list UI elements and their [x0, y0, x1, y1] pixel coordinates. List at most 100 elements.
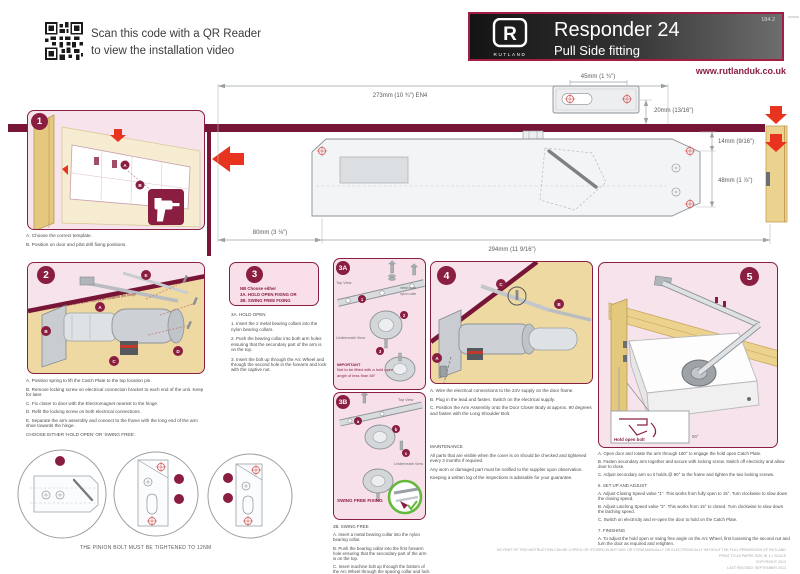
step5-text-column: A. Open door and rotate the arm through … [598, 451, 790, 549]
important-line3: angle of less than 65° [337, 372, 376, 378]
revised-line: LAST REVISED: SEPTEMBER 2013 [727, 566, 786, 571]
step3a-important-note: IMPORTANT Not to be fitted with a hold o… [337, 362, 395, 378]
step3a-callout-1: 1 [361, 297, 364, 302]
rutland-logo: R RUTLAND [484, 17, 536, 57]
step2-caption-e: E. Separate the arm assembly and connect… [26, 417, 198, 429]
brand-name: RUTLAND [493, 52, 527, 57]
step3a-top-view-label: Top View [336, 281, 352, 285]
maintenance-line2: Any worn or damaged part must be notifie… [430, 466, 583, 472]
step3b-underneath-label: Underneath View [394, 462, 424, 466]
print-note: PRINT TO A3 PAPER SIZE IN 1:1 SCALE [718, 554, 786, 559]
copyright-line: COPYRIGHT 2013 [755, 560, 786, 565]
dim-right-offsets: 14mm (9/16") 48mm (1 ⅞") [696, 131, 754, 208]
step3a-illustration: 1 2 3 [337, 260, 425, 382]
step5-caption-c: C. Adjust secondary arm so it holds @ 90… [598, 471, 775, 477]
step4-caption-b: B. Plug in the lead and fasten. Switch o… [430, 396, 556, 402]
step4-callout-c: C [499, 282, 503, 287]
step3b-top-view-label: Top View [398, 398, 414, 402]
step1-caption-b: B. Position on door and pilot drill fixi… [26, 241, 127, 247]
logo-letter: R [503, 24, 517, 45]
dim-plate-gap: 20mm (13/16") [639, 99, 693, 124]
step3b-item-b: B. Push the bearing collar into the firs… [333, 545, 427, 561]
step5-illustration [608, 275, 777, 444]
legal-line: NO PART OF THIS INSTRUCTION CAN BE COPIE… [496, 548, 786, 552]
step3-item-2: 2. Push the bearing collar into both arm… [231, 336, 322, 352]
product-banner: R RUTLAND Responder 24 Pull Side fitting… [468, 12, 784, 61]
section6-item-b: B. Adjust Latching Speed valve "2". This… [598, 503, 784, 514]
step3a-collar-label-1: metal collar [400, 286, 417, 290]
pinion-bolt-note: THE PINION BOLT MUST BE TIGHTENED TO 12N… [80, 545, 212, 551]
step2-caption-a: A. Position spring to lift the Catch Pla… [26, 378, 152, 383]
maintenance-block: MAINTENANCE All parts that are visible w… [430, 444, 594, 484]
step1-caption-a: A. Choose the correct template. [26, 233, 92, 238]
step3-badge: 3 [246, 266, 263, 283]
product-subtitle: Pull Side fitting [554, 43, 640, 58]
step5-caption-b: B. Fasten secondary arm together and sec… [598, 458, 785, 469]
step3b-heading: 3B. SWING FREE [333, 524, 369, 529]
step3a-collar-label-2: nylon collar [400, 292, 417, 296]
dim-bottom-label: 294mm (11 9/16") [488, 247, 535, 253]
step1-badge: 1 [31, 113, 48, 130]
step3b-badge: 3B [336, 395, 350, 409]
step4-captions: A. Wire the electrical connections to th… [430, 388, 594, 419]
step2-caption-b: B. Remove locking screw on electrical co… [26, 386, 204, 397]
step5-panel [598, 262, 778, 448]
step4-badge: 4 [437, 266, 456, 285]
step3b-fixing-label: SWING FREE FIXING [337, 498, 383, 503]
down-arrow-icon [765, 134, 787, 152]
maintenance-line3: Keeping a written log of the inspections… [430, 475, 573, 481]
step4-caption-c: C. Position the Arm Assembly onto the Do… [430, 405, 592, 416]
left-arrow-icon [212, 146, 244, 172]
step1-illustration: A B [33, 114, 201, 229]
section6-item-a: A. Adjust Closing Speed valve "1". This … [598, 490, 788, 501]
dim-plate-gap-label: 20mm (13/16") [654, 108, 693, 114]
step3b-callout-c: c [405, 451, 408, 456]
step3b-item-c: C. Insert machine bolt up through the bo… [333, 564, 430, 574]
step3-item-1: 1. Insert the 2 metal bearing collars in… [231, 321, 318, 332]
step3a-badge: 3A [336, 261, 350, 275]
step1-captions: A. Choose the correct template. B. Posit… [26, 233, 206, 250]
step2-captions: A. Position spring to lift the Catch Pla… [26, 378, 209, 440]
step2-caption-choose: CHOOSE EITHER 'HOLD OPEN' OR 'SWING FREE… [26, 431, 136, 437]
step1-callout-b: B [138, 183, 142, 188]
step3a-underneath-label: Underneath View [336, 336, 366, 340]
fine-print: NO PART OF THIS INSTRUCTION CAN BE COPIE… [497, 547, 786, 571]
step2-caption-c: C. Fix closer to door with the Electroma… [26, 400, 159, 406]
step2-caption-d: D. Refit the locking screw on both elect… [26, 409, 141, 415]
step2-callout-b: B [44, 329, 48, 334]
document-number: 184.2 [761, 17, 775, 23]
section6-item-c: C. Switch on electricity and re-open the… [598, 516, 738, 522]
important-heading: IMPORTANT [337, 362, 361, 367]
qr-instruction-text: Scan this code with a QR Reader to view … [91, 26, 261, 59]
step3a-panel: 1 2 3 [333, 258, 426, 390]
maintenance-heading: MAINTENANCE [430, 444, 463, 449]
rutland-r-icon: R [492, 17, 528, 48]
down-arrow-icon [765, 106, 787, 124]
step4-illustration: C B A [431, 262, 592, 383]
door-edge-strip [765, 106, 788, 223]
step4-callout-b: B [557, 302, 561, 307]
step2-callout-c: C [112, 359, 116, 364]
step3b-panel: a b c [333, 392, 426, 520]
dim-plate-label: 45mm (1 ¾") [581, 74, 615, 80]
step3b-callout-a: a [357, 419, 360, 424]
closer-body-outline [311, 130, 701, 217]
step4-caption-a: A. Wire the electrical connections to th… [430, 388, 574, 393]
step3b-item-a: A. Insert a metal bearing collar into th… [333, 532, 420, 543]
step3-heading: 3A. HOLD OPEN [231, 312, 266, 317]
frame-head-band [8, 124, 765, 132]
dim-left-label: 80mm (3 ⅛") [253, 230, 287, 236]
step4-panel: C B A [430, 261, 593, 384]
step3-nb-line2: 3A. HOLD OPEN FIXING OR [240, 292, 297, 298]
dim-width-label: 273mm (10 ¾") EN4 [373, 93, 428, 99]
step3b-instructions: 3B. SWING FREE A. Insert a metal bearing… [333, 524, 430, 574]
frame-jamb-line [207, 132, 211, 256]
maintenance-line1: All parts that are visible when the cove… [430, 452, 587, 464]
section7-item-a: A. To adjust the hold open or swing free… [598, 535, 790, 546]
step3-instructions: 3A. HOLD OPEN 1. Insert the 2 metal bear… [231, 312, 327, 376]
section6-heading: 6. SET UP AND ADJUST [598, 482, 647, 488]
step3a-callout-3: 3 [379, 349, 382, 354]
step2-panel: E A B C D [27, 262, 205, 374]
